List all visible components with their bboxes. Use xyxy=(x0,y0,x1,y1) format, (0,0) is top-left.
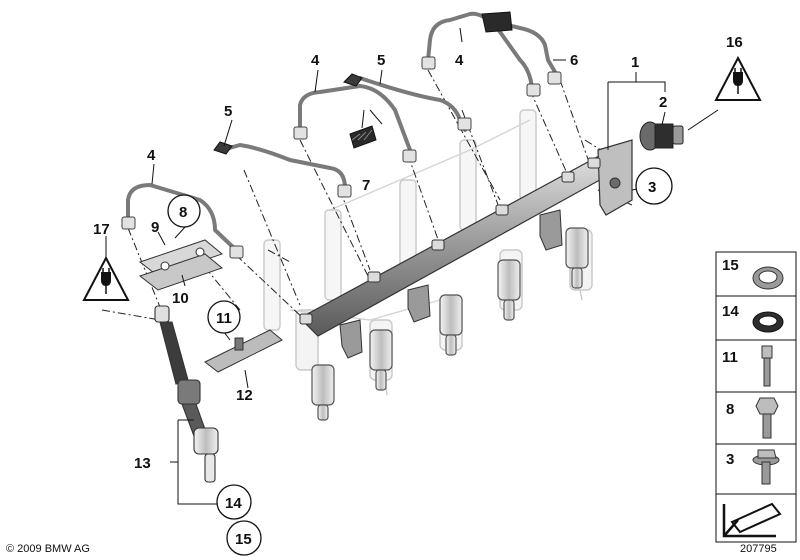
callout-12: 12 xyxy=(236,387,253,404)
callout-4: 4 xyxy=(455,52,464,69)
electrical-warning-icon xyxy=(82,255,130,301)
callout-1: 1 xyxy=(631,54,639,71)
fuel-rail xyxy=(299,139,633,359)
flange-bolt-icon xyxy=(752,449,780,485)
high-pressure-lines xyxy=(126,11,557,252)
callout-4: 4 xyxy=(147,147,156,164)
legend-label: 11 xyxy=(722,349,738,366)
pressure-sensor xyxy=(639,121,684,151)
o-ring-icon xyxy=(752,311,784,333)
sheet-arrow-icon xyxy=(722,502,782,538)
heat-shield xyxy=(204,329,283,373)
callout-11: 11 xyxy=(216,310,232,327)
legend-label: 15 xyxy=(722,257,739,274)
callout-16: 16 xyxy=(726,34,743,51)
callout-14: 14 xyxy=(225,495,242,512)
callout-4: 4 xyxy=(311,52,320,69)
callout-8: 8 xyxy=(179,204,187,221)
callout-5: 5 xyxy=(377,52,385,69)
seal-ring-icon xyxy=(752,266,784,290)
injector xyxy=(565,227,589,289)
electrical-warning-icon xyxy=(714,55,762,101)
injector xyxy=(311,364,335,421)
callout-2: 2 xyxy=(659,94,667,111)
seal-plates xyxy=(138,239,224,291)
injectors xyxy=(311,227,589,421)
line-holders xyxy=(213,11,513,155)
screw-icon xyxy=(761,345,773,387)
line-nuts xyxy=(121,56,562,259)
callout-15: 15 xyxy=(235,531,252,548)
hex-bolt-icon xyxy=(755,397,779,439)
diagram-number: 207795 xyxy=(740,543,777,555)
callout-13: 13 xyxy=(134,455,151,472)
callout-3: 3 xyxy=(648,179,656,196)
injector xyxy=(497,259,521,321)
callout-10: 10 xyxy=(172,290,189,307)
copyright: © 2009 BMW AG xyxy=(6,543,90,555)
parts-legend: 15 14 11 8 3 xyxy=(715,251,797,543)
injector-13 xyxy=(154,305,219,483)
injector xyxy=(439,294,463,356)
callout-7: 7 xyxy=(362,177,370,194)
injector xyxy=(369,329,393,391)
legend-label: 14 xyxy=(722,303,739,320)
callout-6: 6 xyxy=(570,52,578,69)
callout-9: 9 xyxy=(151,219,159,236)
leader-lines xyxy=(105,27,719,505)
callouts: 1 2 4 4 4 5 5 6 7 9 10 12 13 16 17 3 8 1… xyxy=(93,34,743,556)
callout-17: 17 xyxy=(93,221,110,238)
heat-shield-screw xyxy=(234,337,244,351)
legend-label: 8 xyxy=(726,401,734,418)
legend-label: 3 xyxy=(726,451,734,468)
callout-5: 5 xyxy=(224,103,232,120)
